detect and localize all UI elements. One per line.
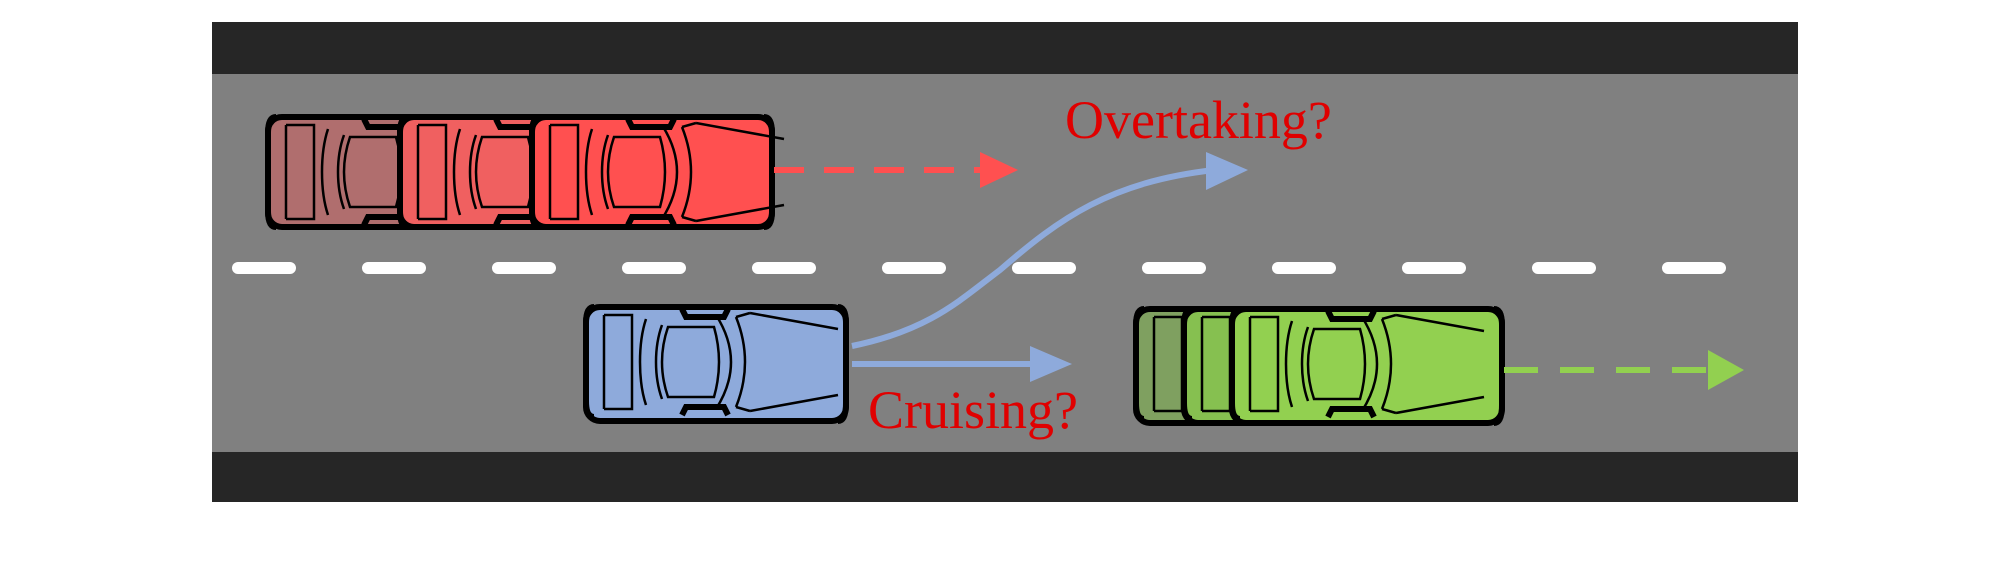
lead-vehicle bbox=[1229, 306, 1505, 426]
cruising-label: Cruising? bbox=[868, 380, 1078, 440]
cruising-path-arrow bbox=[852, 346, 1072, 382]
ego-vehicle bbox=[583, 304, 849, 424]
rear-vehicle bbox=[529, 114, 784, 230]
rear-vehicle-path-arrow bbox=[774, 152, 1018, 188]
overtaking-path-arrow bbox=[851, 152, 1248, 349]
lead-vehicle-path-arrow bbox=[1504, 350, 1744, 390]
road-shoulder-top bbox=[212, 22, 1798, 74]
overtaking-label: Overtaking? bbox=[1065, 90, 1332, 150]
road-shoulder-bottom bbox=[212, 452, 1798, 502]
